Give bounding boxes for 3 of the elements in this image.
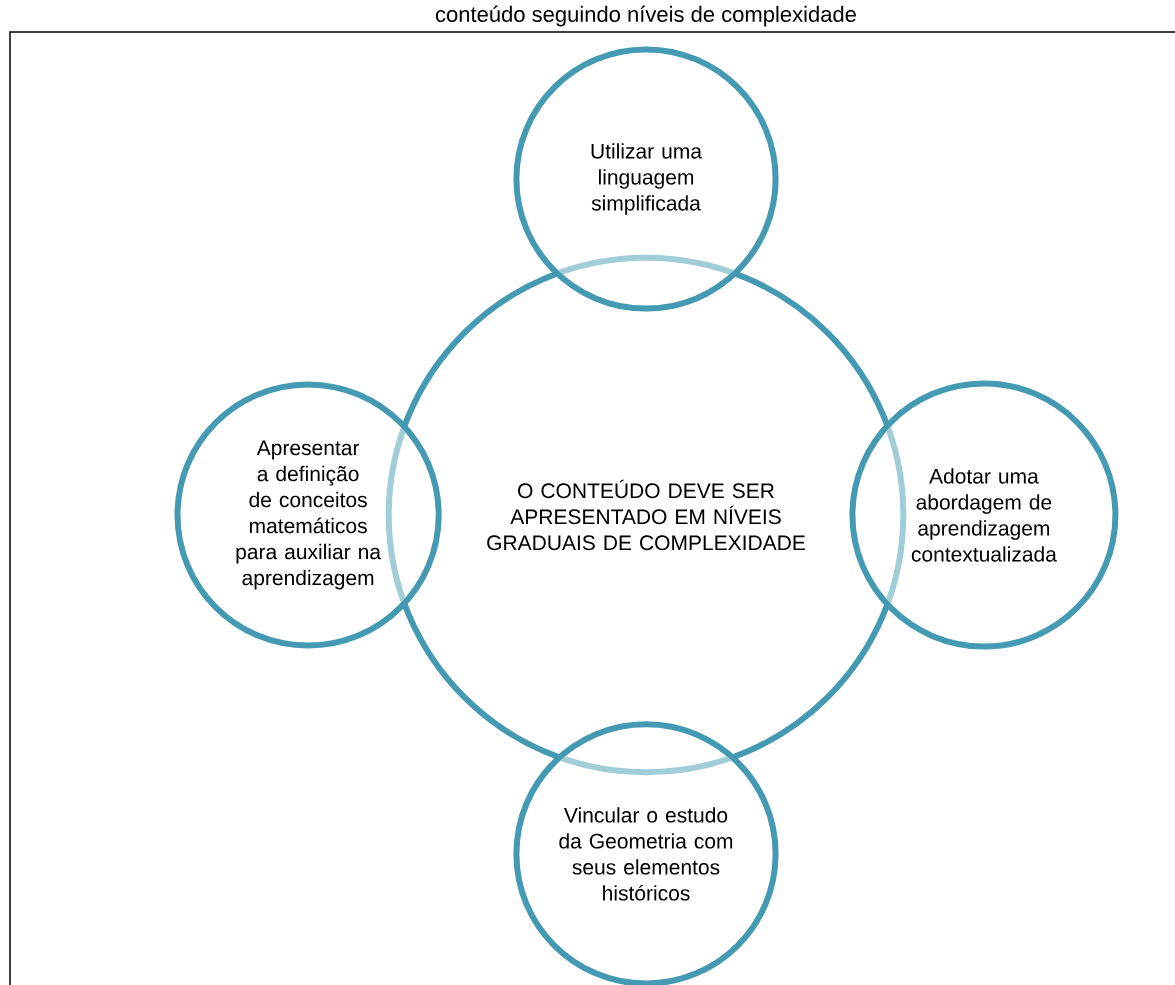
title: conteúdo seguindo níveis de complexidade <box>435 5 856 27</box>
node-label: Vincular o estudo da Geometria com seus elementos históricos <box>559 807 733 901</box>
node-label: Adotar uma abordagem de aprendizagem contextualizada <box>911 468 1057 562</box>
